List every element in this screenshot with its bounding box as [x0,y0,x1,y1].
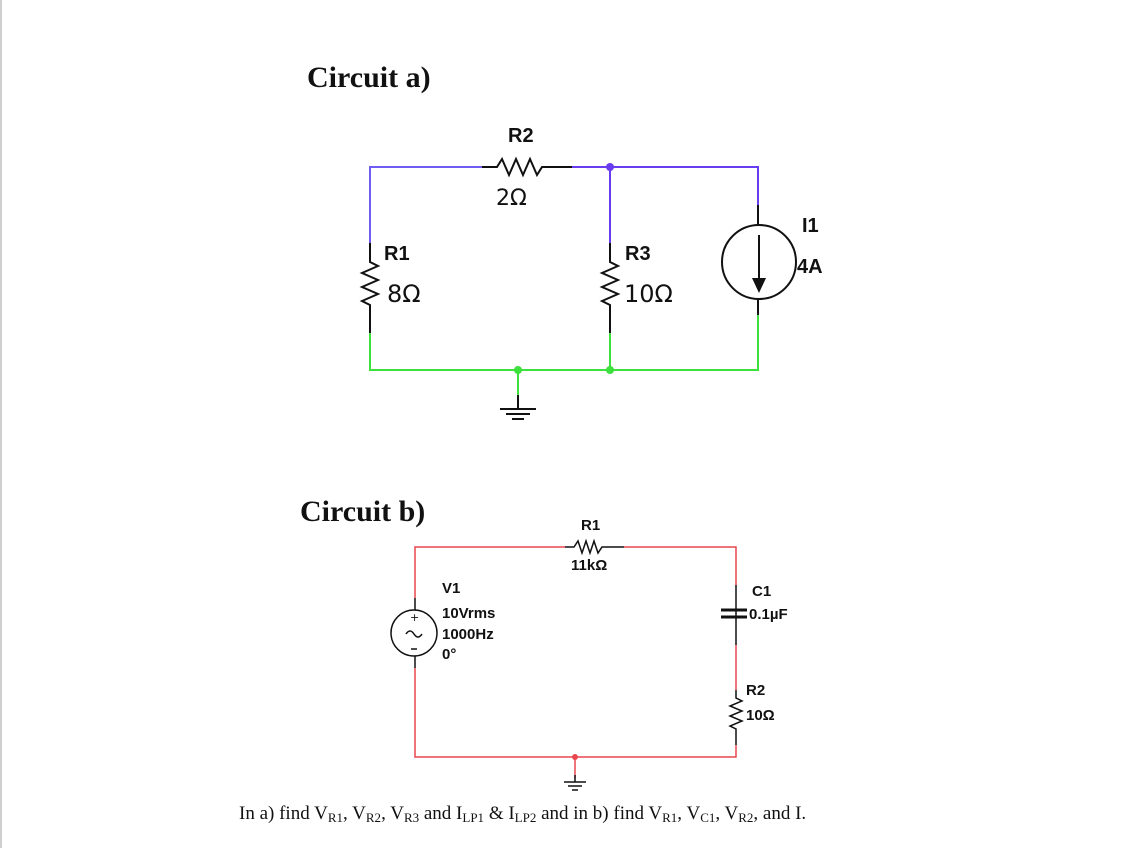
wire-top-left [369,166,482,243]
circuit-b: + [390,538,747,791]
r1-label: R1 [384,243,410,265]
circuit-a [359,156,797,420]
c1-label: C1 [752,583,771,600]
q-part: , V [677,803,701,824]
q-part: , V [381,803,404,824]
r3-value: 10Ω [624,280,673,308]
junction-ground [514,366,522,374]
q-part: and in b) find V [536,803,663,824]
v1-label: V1 [442,580,460,597]
q-part: In a) find V [239,803,328,824]
wire-top-right [624,546,737,585]
v1-frequency: 1000Hz [442,626,494,643]
q-part: & I [484,803,515,824]
circuit-a-title: Circuit a) [307,61,431,94]
b-r2-value: 10Ω [746,707,775,724]
v1-amplitude: 10Vrms [442,605,495,622]
circuit-b-title: Circuit b) [300,495,425,528]
r2-value: 2Ω [496,186,527,211]
r2-resistor [728,690,744,745]
q-sub: LP2 [514,810,537,825]
q-part: and I [419,803,463,824]
b-r2-label: R2 [746,682,765,699]
junction-bottom [606,366,614,374]
i1-value: 4A [797,256,823,278]
sine-wave-icon [405,630,423,638]
q-sub: R2 [365,810,382,825]
r1-resistor [359,243,381,333]
junction-ground [572,754,578,760]
r1-resistor [565,538,624,556]
i1-arrow-down-icon [752,278,766,293]
q-part: , and I. [753,803,807,824]
q-sub: LP1 [462,810,485,825]
ground-icon [500,395,536,420]
r2-resistor [482,156,572,178]
r2-label: R2 [508,125,534,147]
r1-value: 8Ω [387,280,421,308]
b-r1-label: R1 [581,517,600,534]
i1-label: I1 [802,215,819,237]
wire-top-left [414,546,565,598]
q-sub: R3 [403,810,420,825]
ground-icon [564,775,586,791]
b-r1-value: 11kΩ [571,557,607,574]
r3-resistor [599,243,621,333]
q-sub: R2 [738,810,754,825]
q-sub: R1 [662,810,678,825]
junction-top [606,163,614,171]
q-part: , V [343,803,366,824]
v1-phase: 0° [442,646,456,663]
wire-top-right [572,166,759,205]
q-part: , V [715,803,739,824]
wire-bottom [414,668,737,758]
c1-value: 0.1µF [749,606,788,623]
r3-label: R3 [625,243,651,265]
plus-icon: + [410,611,419,624]
q-sub: C1 [700,810,716,825]
wire-bottom [369,315,759,371]
question-text: In a) find VR1, VR2, VR3 and ILP1 & ILP2… [239,803,806,826]
q-sub: R1 [327,810,343,825]
